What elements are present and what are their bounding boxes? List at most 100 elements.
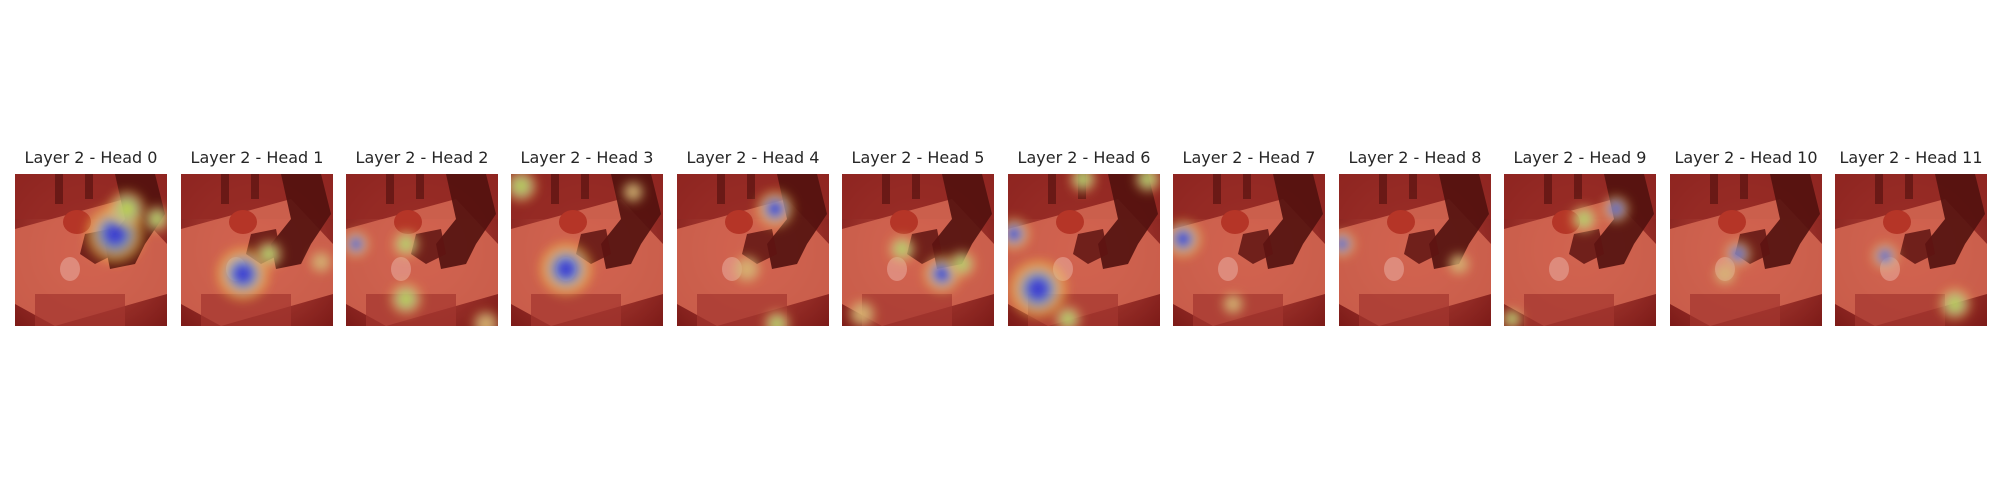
panel-title: Layer 2 - Head 4 xyxy=(686,148,820,167)
scene-robot-arm xyxy=(1098,174,1158,269)
scene-pot xyxy=(1718,210,1746,234)
scene-gripper xyxy=(742,229,777,264)
heatmap-svg xyxy=(346,174,498,326)
scene-pot xyxy=(1056,210,1084,234)
heatmap-svg xyxy=(1173,174,1325,326)
scene-robot-arm xyxy=(1263,174,1323,269)
attention-heatmap-image xyxy=(1008,174,1160,326)
attention-heatmap-image xyxy=(1173,174,1325,326)
attention-hotspot xyxy=(144,206,167,232)
attention-heatmap-image xyxy=(1339,174,1491,326)
attention-heatmap-image xyxy=(1670,174,1822,326)
scene-cup xyxy=(887,257,907,281)
attention-hotspot xyxy=(734,256,760,282)
attention-hotspot xyxy=(108,190,146,228)
attention-hotspot xyxy=(1714,263,1736,285)
attention-hotspot xyxy=(889,236,915,262)
heatmap-tint xyxy=(1835,174,1987,326)
scene-cabinet xyxy=(1524,294,1614,326)
attention-hotspot xyxy=(1009,260,1067,318)
panel-title: Layer 2 - Head 3 xyxy=(520,148,654,167)
attention-heatmap-image xyxy=(15,174,167,326)
scene-pot xyxy=(229,210,257,234)
scene-gripper xyxy=(411,229,446,264)
heatmap-svg xyxy=(677,174,829,326)
heatmap-tint xyxy=(15,174,167,326)
attention-hotspot xyxy=(256,241,282,267)
attention-hotspot xyxy=(540,243,592,295)
heatmap-svg xyxy=(842,174,994,326)
heatmap-tint xyxy=(1008,174,1160,326)
panel-title: Layer 2 - Head 8 xyxy=(1348,148,1482,167)
heatmap-svg xyxy=(15,174,167,326)
scene-gripper xyxy=(1900,229,1935,264)
heatmap-svg xyxy=(1835,174,1987,326)
panel-title: Layer 2 - Head 7 xyxy=(1182,148,1316,167)
heatmap-tint xyxy=(1670,174,1822,326)
scene-chair xyxy=(551,174,589,204)
heatmap-tint xyxy=(511,174,663,326)
attention-hotspot xyxy=(1008,218,1030,250)
scene-pot xyxy=(559,210,587,234)
panel-title: Layer 2 - Head 10 xyxy=(1674,148,1818,167)
panel-title: Layer 2 - Head 5 xyxy=(851,148,985,167)
attention-hotspot xyxy=(622,181,644,203)
attention-hotspot xyxy=(217,248,269,300)
heatmap-svg xyxy=(1339,174,1491,326)
heatmap-tint xyxy=(1504,174,1656,326)
scene-chair xyxy=(221,174,259,204)
scene-cup xyxy=(391,257,411,281)
panel-title: Layer 2 - Head 1 xyxy=(190,148,324,167)
scene-robot-arm xyxy=(1760,174,1820,269)
heatmap-svg xyxy=(1670,174,1822,326)
scene-cup xyxy=(1549,257,1569,281)
attention-hotspot xyxy=(764,311,790,326)
attention-hotspot xyxy=(346,231,369,257)
scene-gripper xyxy=(1404,229,1439,264)
scene-cup xyxy=(60,257,80,281)
attention-hotspot xyxy=(390,283,422,315)
heatmap-svg xyxy=(511,174,663,326)
panel-title: Layer 2 - Head 11 xyxy=(1839,148,1983,167)
attention-hotspot xyxy=(949,251,975,277)
attention-heatmap-image xyxy=(1504,174,1656,326)
attention-hotspot xyxy=(1448,253,1470,275)
scene-gripper xyxy=(907,229,942,264)
attention-hotspot xyxy=(1504,308,1523,326)
attention-hotspot xyxy=(511,174,537,202)
attention-hotspot xyxy=(1135,174,1160,192)
scene-cabinet xyxy=(862,294,952,326)
heatmap-svg xyxy=(181,174,333,326)
attention-heatmap-image xyxy=(511,174,663,326)
attention-hotspot xyxy=(1070,174,1096,192)
heatmap-tint xyxy=(842,174,994,326)
attention-heatmap-image xyxy=(677,174,829,326)
scene-cabinet xyxy=(35,294,125,326)
heatmap-tint xyxy=(677,174,829,326)
attention-hotspot xyxy=(1173,220,1202,258)
attention-heatmap-image xyxy=(181,174,333,326)
heatmap-svg xyxy=(1008,174,1160,326)
heatmap-svg xyxy=(1504,174,1656,326)
scene-pot xyxy=(1387,210,1415,234)
scene-gripper xyxy=(1238,229,1273,264)
attention-hotspot xyxy=(1939,288,1971,320)
scene-chair xyxy=(1213,174,1251,204)
scene-robot-arm xyxy=(1429,174,1489,269)
scene-robot-arm xyxy=(601,174,661,269)
panel-title: Layer 2 - Head 9 xyxy=(1513,148,1647,167)
attention-heatmap-image xyxy=(842,174,994,326)
scene-pot xyxy=(394,210,422,234)
attention-hotspot xyxy=(1603,196,1629,222)
heatmap-tint xyxy=(181,174,333,326)
scene-chair xyxy=(386,174,424,204)
scene-chair xyxy=(55,174,93,204)
scene-chair xyxy=(1379,174,1417,204)
scene-chair xyxy=(1875,174,1913,204)
attention-hotspot xyxy=(1725,241,1751,267)
attention-hotspot xyxy=(1055,306,1081,326)
scene-gripper xyxy=(1569,229,1604,264)
scene-robot-arm xyxy=(767,174,827,269)
scene-robot-arm xyxy=(932,174,992,269)
scene-cup xyxy=(1218,257,1238,281)
